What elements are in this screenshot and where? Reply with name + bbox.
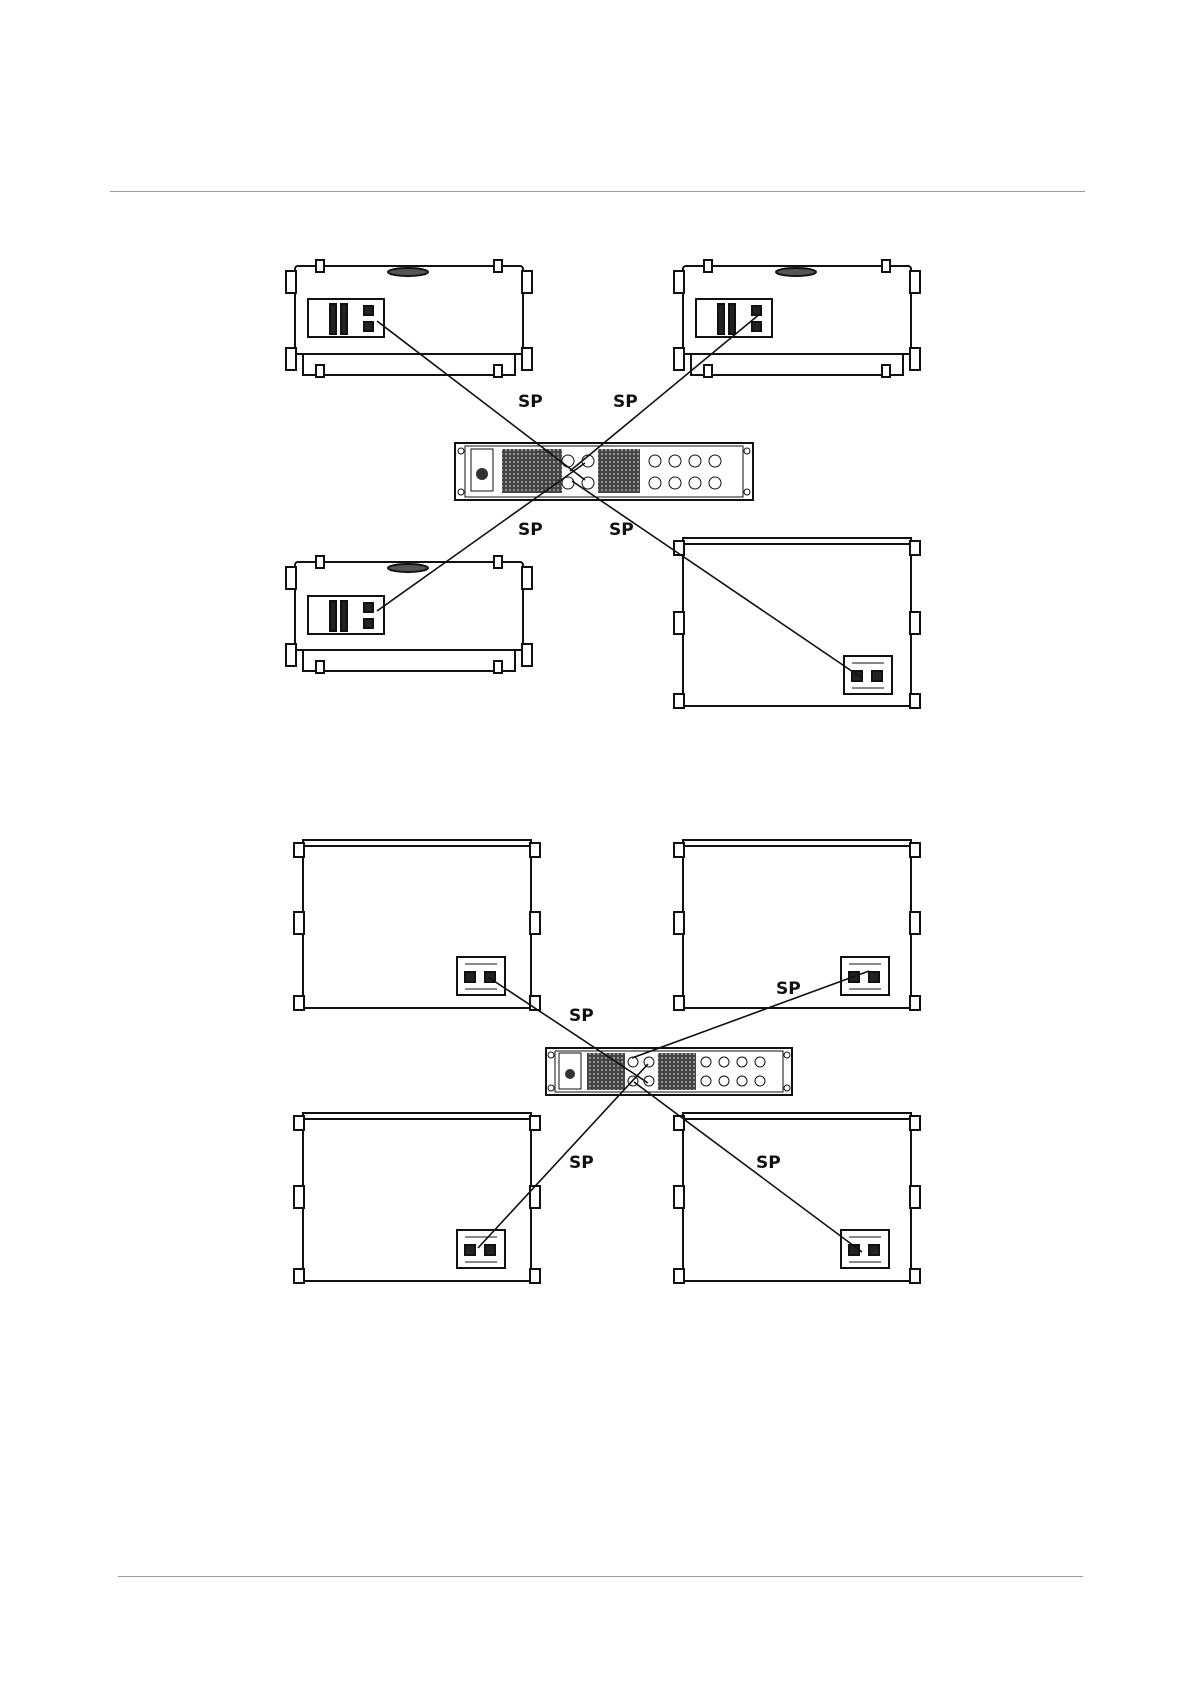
satellite-input-panel [696,299,772,337]
satellite-input-panel [308,596,384,634]
subwoofer-input-panel [841,1230,889,1268]
subwoofer-bottom-right [674,538,920,708]
satellite-speaker-top-left [286,260,532,377]
cable-label: SP [518,392,543,412]
amplifier-grille-left [587,1053,625,1090]
cable-label: SP [756,1153,781,1173]
cable-label: SP [569,1153,594,1173]
bottom-diagram: SP SP SP SP [294,840,920,1283]
subwoofer-input-panel [457,957,505,995]
top-diagram: SP SP SP SP [286,260,920,708]
amplifier-grille-right [598,449,640,493]
cable-label: SP [609,520,634,540]
satellite-speaker-bottom-left [286,556,532,673]
subwoofer-input-panel [457,1230,505,1268]
satellite-speaker-top-right [674,260,920,377]
subwoofer-input-panel [841,957,889,995]
amplifier-grille-right [658,1053,696,1090]
cable-label: SP [776,979,801,999]
amplifier-top [455,443,753,500]
subwoofer-input-panel [844,656,892,694]
amplifier-bottom [546,1048,792,1095]
cable-label: SP [518,520,543,540]
cable-label: SP [569,1006,594,1026]
subwoofer-top-left [294,840,540,1010]
cable-label: SP [613,392,638,412]
satellite-input-panel [308,299,384,337]
subwoofer-bottom-left [294,1113,540,1283]
